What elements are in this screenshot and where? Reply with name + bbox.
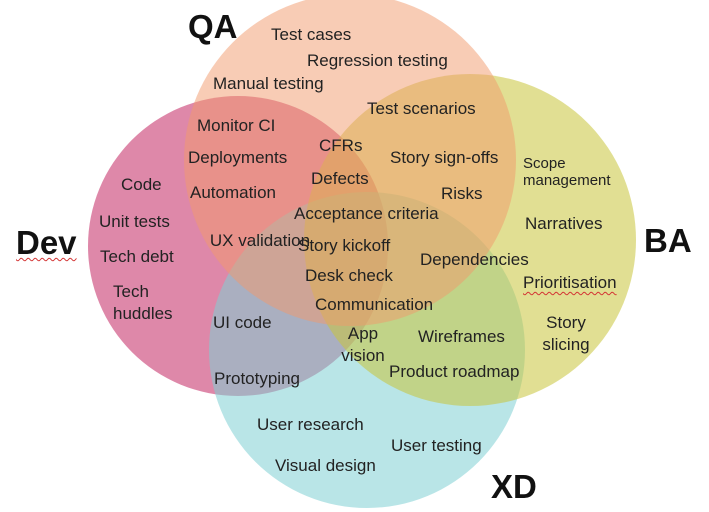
xd-label: XD [491,468,537,505]
item-test-scenarios: Test scenarios [367,99,476,118]
item-dependencies: Dependencies [420,250,529,269]
item-monitor-ci: Monitor CI [197,116,276,135]
qa-circle [184,0,516,326]
qa-label: QA [188,8,238,45]
item-product-roadmap: Product roadmap [389,362,520,381]
item-visual-design: Visual design [275,456,376,475]
item-wireframes: Wireframes [418,327,505,346]
item-test-cases: Test cases [271,25,352,44]
item-code: Code [121,175,162,194]
item-risks: Risks [441,184,483,203]
item-app-vision: App vision [341,324,385,365]
item-user-testing: User testing [391,436,482,455]
item-regression-testing: Regression testing [307,51,448,70]
item-story-slicing: Story slicing [542,313,590,354]
item-story-kickoff: Story kickoff [298,236,391,255]
ba-label: BA [644,222,692,259]
item-automation: Automation [190,183,276,202]
item-user-research: User research [257,415,364,434]
item-defects: Defects [311,169,369,188]
item-narratives: Narratives [525,214,603,233]
item-manual-testing: Manual testing [213,74,324,93]
item-tech-debt: Tech debt [100,247,174,266]
item-prioritisation: Prioritisation [523,273,617,292]
item-acceptance-criteria: Acceptance criteria [294,204,439,223]
item-story-signoffs: Story sign-offs [390,148,499,167]
item-tech-huddles: Tech huddles [113,282,173,323]
item-cfrs: CFRs [319,136,363,155]
dev-label: Dev [16,224,77,261]
item-desk-check: Desk check [305,266,393,285]
item-prototyping: Prototyping [214,369,300,388]
item-deployments: Deployments [188,148,288,167]
item-ui-code: UI code [213,313,272,332]
item-scope-management: Scope management [523,155,611,189]
item-ux-validation: UX validation [209,231,311,250]
item-unit-tests: Unit tests [99,212,170,231]
item-communication: Communication [315,295,434,314]
